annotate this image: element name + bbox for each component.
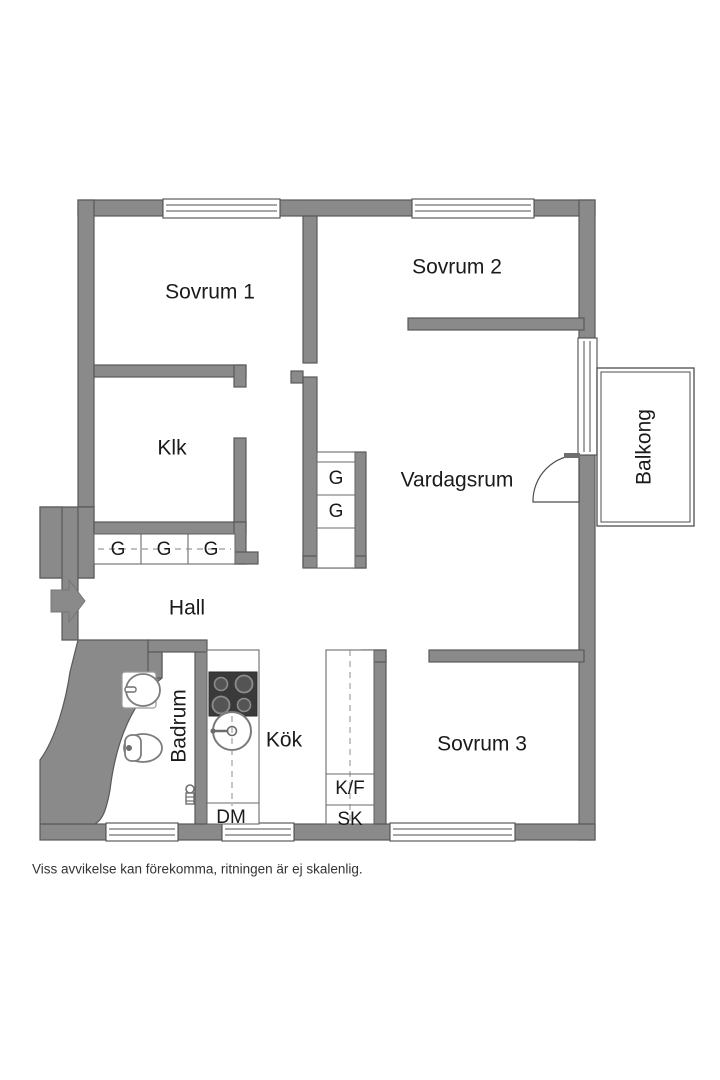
windows-group bbox=[105, 198, 598, 842]
fridge-cabinet-column: K/F SK bbox=[325, 649, 375, 830]
window-sovrum-3 bbox=[389, 822, 516, 842]
closet-label-hall-2: G bbox=[157, 539, 172, 560]
window-badrum bbox=[105, 822, 179, 842]
hall-wardrobe-row: G G G bbox=[93, 533, 236, 565]
wall-badrum-right bbox=[194, 649, 208, 825]
closet-label-hall-1: G bbox=[111, 539, 126, 560]
plan-caption: Viss avvikelse kan förekomma, ritningen … bbox=[32, 862, 363, 877]
wall-spine-stub bbox=[290, 370, 304, 384]
wall-badrum-top bbox=[147, 639, 208, 653]
living-room-wardrobe-column: G G bbox=[316, 451, 356, 569]
room-label-sovrum-1: Sovrum 1 bbox=[165, 281, 255, 304]
balcony-door-swing-arc bbox=[532, 453, 580, 503]
outer-wall-left-upper bbox=[77, 199, 95, 508]
room-label-hall: Hall bbox=[169, 597, 205, 620]
kitchen-counter-run: DM bbox=[206, 649, 260, 828]
balcony-door-window bbox=[577, 337, 598, 456]
wall-sovrum1-klk bbox=[93, 364, 247, 378]
room-label-kok: Kök bbox=[266, 729, 303, 752]
outer-wall-right bbox=[578, 199, 596, 841]
wall-sovrum2-vardagsrum bbox=[407, 317, 585, 331]
closet-label-living-1: G bbox=[329, 468, 344, 489]
wall-sovrum3-top bbox=[428, 649, 585, 663]
entrance-arrow bbox=[50, 578, 86, 624]
wall-spine-upper bbox=[302, 215, 318, 364]
window-kok bbox=[221, 822, 295, 842]
window-sovrum-2 bbox=[411, 198, 535, 219]
closet-label-living-2: G bbox=[329, 501, 344, 522]
entry-bay-wall-outer bbox=[39, 506, 63, 579]
wall-kok-right bbox=[373, 649, 387, 825]
wall-structure bbox=[39, 199, 596, 841]
balcony-outline bbox=[596, 367, 695, 527]
floor-drain bbox=[185, 784, 195, 805]
room-label-balkong: Balkong bbox=[633, 409, 656, 485]
wall-hall-closet-foot bbox=[233, 551, 259, 565]
appliance-label-kf: K/F bbox=[335, 778, 365, 799]
closet-label-hall-3: G bbox=[204, 539, 219, 560]
bathroom-fixtures bbox=[121, 671, 195, 805]
wall-klk-right bbox=[233, 437, 247, 527]
room-label-sovrum-3: Sovrum 3 bbox=[437, 733, 527, 756]
wall-spine-lower bbox=[302, 376, 318, 568]
appliance-label-sk: SK bbox=[337, 809, 363, 830]
appliance-label-dm: DM bbox=[216, 807, 246, 828]
toilet bbox=[123, 733, 163, 763]
entry-jamb-upper bbox=[77, 506, 95, 579]
bathroom-wash-basin bbox=[121, 671, 161, 709]
wall-hall-closet-header bbox=[93, 521, 247, 535]
room-labels-group: Sovrum 1 Sovrum 2 Sovrum 3 Vardagsrum Kl… bbox=[157, 256, 655, 763]
wall-stub-klk-door bbox=[233, 364, 247, 388]
room-label-klk: Klk bbox=[157, 437, 187, 460]
room-label-vardagsrum: Vardagsrum bbox=[401, 469, 514, 492]
wall-vardagsrum-closet-right bbox=[353, 451, 367, 569]
window-sovrum-1 bbox=[162, 198, 281, 219]
room-label-sovrum-2: Sovrum 2 bbox=[412, 256, 502, 279]
room-label-badrum: Badrum bbox=[168, 689, 191, 763]
